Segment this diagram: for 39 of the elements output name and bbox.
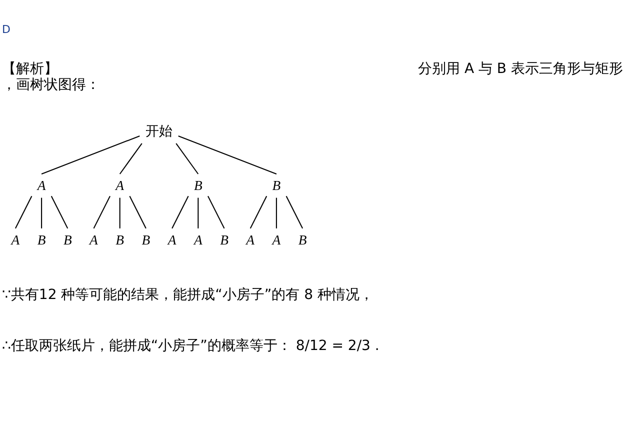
connector: [208, 196, 225, 229]
connector: [41, 198, 42, 228]
connector: [286, 196, 304, 229]
section-heading: 【解析】: [2, 61, 58, 78]
node-text: B: [142, 232, 150, 248]
node-text: B: [298, 232, 307, 248]
node-text: 开始: [145, 124, 173, 139]
connector: [41, 135, 140, 174]
note-text: ，画树状图得：: [2, 77, 100, 94]
node-text: A: [90, 232, 98, 248]
node-text: B: [63, 232, 72, 248]
connector: [14, 196, 32, 229]
connector: [119, 143, 142, 174]
connector: [178, 135, 277, 174]
node-text: B: [37, 232, 46, 248]
node-text: B: [116, 232, 124, 248]
connector: [176, 143, 199, 174]
connector: [198, 198, 199, 228]
reasoning-text: ∵共有12 种等可能的结果，能拼成“小房子”的有 8 种情况，: [2, 287, 374, 304]
node-text: A: [168, 232, 176, 248]
answer-letter: D: [2, 24, 10, 37]
connector: [172, 196, 189, 229]
node-text: B: [220, 232, 228, 248]
node-text: A: [116, 178, 124, 194]
connector: [276, 198, 277, 228]
node-text: A: [37, 178, 46, 194]
connector: [119, 198, 120, 228]
connector: [93, 196, 110, 229]
connector: [50, 196, 68, 229]
node-text: B: [194, 178, 202, 194]
node-text: A: [272, 232, 281, 248]
connector: [129, 196, 146, 229]
node-text: A: [194, 232, 202, 248]
conclusion-text: ∴任取两张纸片，能拼成“小房子”的概率等于： 8/12 = 2/3 .: [2, 338, 380, 354]
note-text: 分别用 A 与 B 表示三角形与矩形: [418, 61, 623, 78]
node-text: A: [11, 232, 20, 248]
node-text: A: [246, 232, 255, 248]
node-text: B: [272, 178, 281, 194]
connector: [250, 196, 268, 229]
